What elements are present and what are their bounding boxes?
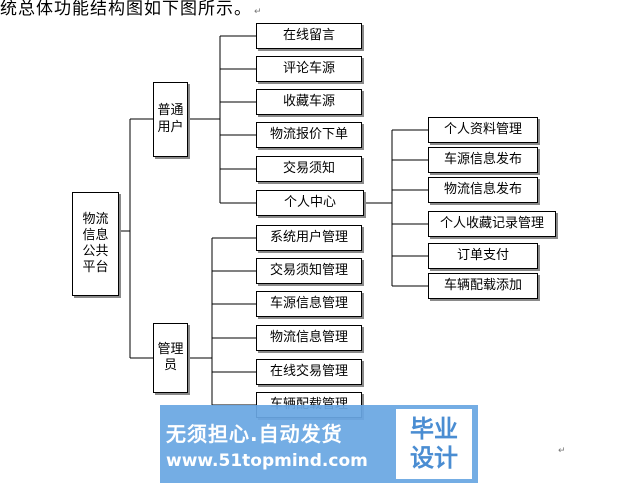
personal-center-item: 物流信息发布 [428, 177, 538, 203]
admin-item: 物流信息管理 [256, 325, 362, 351]
watermark-badge: 毕业 设计 [396, 409, 472, 479]
watermark-banner: 无须担心.自动发货 www.51topmind.com 毕业 设计 [160, 405, 478, 483]
personal-center-item: 订单支付 [428, 243, 538, 269]
admin-item: 系统用户管理 [256, 225, 362, 251]
user-item: 评论车源 [256, 56, 362, 82]
user-item-personal-center: 个人中心 [256, 190, 364, 216]
branch-user: 普通 用户 [153, 82, 188, 157]
user-item: 在线留言 [256, 23, 362, 49]
user-item: 物流报价下单 [256, 122, 362, 148]
root-node: 物流 信息 公共 平台 [72, 192, 119, 296]
paragraph-mark-icon: ↵ [254, 7, 263, 17]
paragraph-mark-icon: ↵ [558, 446, 566, 456]
watermark-url: www.51topmind.com [166, 450, 368, 471]
user-item: 交易须知 [256, 156, 362, 182]
admin-item: 交易须知管理 [256, 258, 362, 284]
watermark-badge-line2: 设计 [410, 444, 458, 472]
watermark-badge-line1: 毕业 [410, 415, 458, 444]
personal-center-item: 车源信息发布 [428, 147, 538, 173]
user-item: 收藏车源 [256, 89, 362, 115]
watermark-slogan: 无须担心.自动发货 [166, 421, 343, 446]
personal-center-item: 个人收藏记录管理 [428, 211, 556, 237]
personal-center-item: 车辆配载添加 [428, 273, 538, 299]
branch-admin: 管理 员 [153, 323, 188, 393]
caption-text: 统总体功能结构图如下图所示。↵ [0, 0, 263, 19]
personal-center-item: 个人资料管理 [428, 117, 538, 143]
admin-item: 在线交易管理 [256, 359, 362, 385]
admin-item: 车源信息管理 [256, 291, 362, 317]
